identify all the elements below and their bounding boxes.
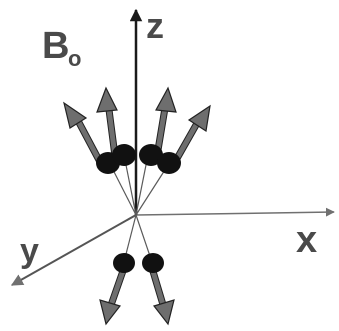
x-axis (135, 207, 335, 217)
spin-up-arrow (96, 86, 119, 160)
x-axis-label: x (296, 219, 317, 261)
spin-up-arrow (171, 104, 211, 166)
nucleus-ball (139, 144, 163, 166)
field-label-subscript: o (68, 46, 81, 71)
spin-down-arrow (148, 264, 175, 326)
z-axis-label: z (146, 5, 164, 46)
field-label-b: B (42, 25, 69, 67)
nucleus-ball (157, 152, 181, 174)
nucleus-ball (113, 253, 135, 273)
nucleus-ball (142, 253, 164, 273)
y-axis-label: y (20, 232, 39, 270)
y-axis (10, 214, 137, 286)
nucleus-ball (112, 144, 136, 166)
spin-up-arrow (63, 101, 104, 166)
spin-arrows (63, 86, 211, 326)
spin-down-arrow (99, 264, 128, 326)
nuclei (96, 144, 181, 273)
precession-cone-lines (107, 154, 171, 263)
spin-up-arrow (153, 86, 177, 160)
